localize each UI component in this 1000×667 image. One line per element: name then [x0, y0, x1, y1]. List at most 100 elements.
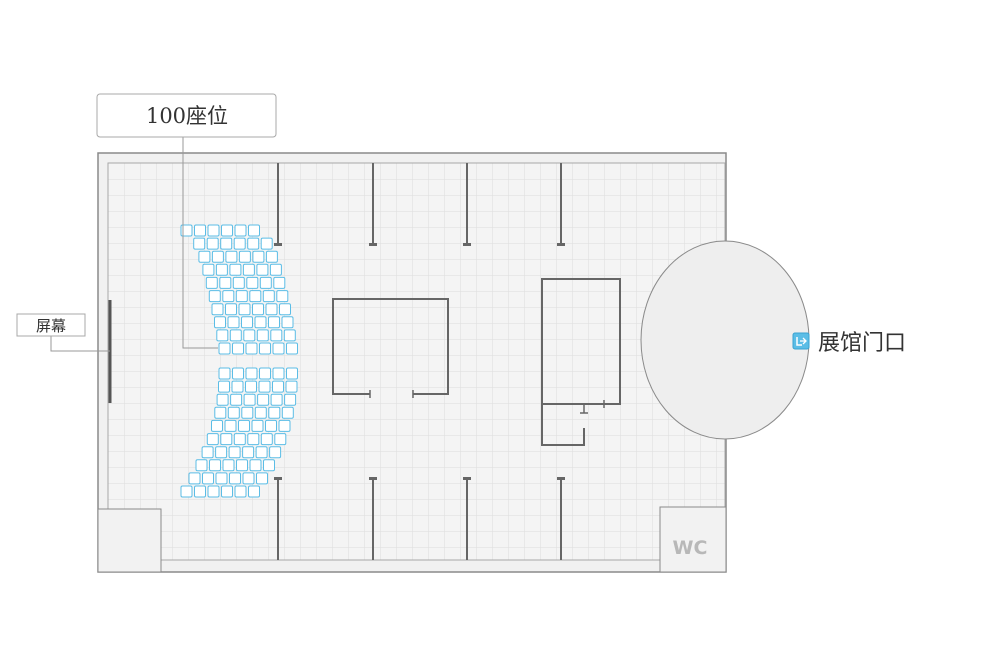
seat	[232, 276, 245, 289]
display-panels-bottom	[277, 479, 562, 560]
central-booth	[332, 298, 449, 395]
seat	[211, 250, 224, 263]
right-booth	[541, 278, 621, 405]
seat	[265, 303, 278, 316]
seat	[249, 459, 262, 472]
seat	[198, 250, 211, 263]
seat	[208, 290, 221, 303]
audience-seating	[180, 224, 298, 498]
entrance-plaza	[640, 240, 810, 440]
seat	[238, 419, 250, 432]
right-booth-annex	[541, 404, 585, 446]
seat	[245, 380, 257, 393]
seat	[222, 290, 235, 303]
seat	[228, 446, 241, 459]
seat	[248, 485, 260, 498]
seat	[272, 380, 284, 393]
seat	[268, 406, 281, 419]
seat	[273, 276, 286, 289]
seat	[222, 459, 235, 472]
seat	[233, 237, 246, 250]
seat	[279, 303, 291, 316]
restroom	[659, 506, 727, 573]
seat	[286, 342, 298, 355]
seat	[268, 316, 280, 329]
seat	[242, 472, 255, 485]
seat	[231, 380, 244, 393]
seat	[256, 472, 268, 485]
seats-callout-box	[96, 93, 277, 138]
seat	[258, 380, 271, 393]
seat	[229, 472, 241, 485]
seat	[206, 433, 219, 446]
seat	[215, 446, 228, 459]
seat	[247, 237, 260, 250]
seat	[195, 459, 208, 472]
seat	[245, 342, 258, 355]
seat	[234, 485, 247, 498]
display-panel-caps-bottom	[274, 477, 565, 480]
seat	[274, 433, 287, 446]
seat	[281, 406, 294, 419]
display-panels-top	[277, 163, 562, 245]
seat	[216, 393, 229, 406]
seat	[207, 485, 220, 498]
seat	[255, 446, 268, 459]
seat	[180, 224, 193, 237]
seat	[219, 276, 232, 289]
seat	[269, 263, 282, 276]
seat	[241, 406, 254, 419]
seat	[218, 367, 231, 380]
seat	[260, 237, 273, 250]
seat	[265, 250, 278, 263]
storage-room	[97, 508, 162, 573]
seat	[234, 224, 247, 237]
seat	[265, 419, 277, 432]
seat	[221, 485, 233, 498]
seat	[270, 329, 283, 342]
seat	[224, 419, 237, 432]
seat	[251, 419, 264, 432]
seat	[188, 472, 201, 485]
seat	[246, 276, 259, 289]
seat	[180, 485, 193, 498]
seat	[242, 263, 255, 276]
seat	[260, 433, 273, 446]
seat	[241, 316, 253, 329]
seat	[211, 419, 223, 432]
seat	[214, 316, 226, 329]
seat	[207, 224, 220, 237]
seat	[263, 459, 275, 472]
seat	[229, 329, 242, 342]
seat	[285, 380, 298, 393]
seat	[242, 446, 255, 459]
seat	[284, 393, 297, 406]
seat	[216, 329, 229, 342]
entrance-label: 展馆门口	[818, 331, 906, 356]
seat	[202, 472, 214, 485]
seat	[227, 316, 240, 329]
seat	[225, 250, 238, 263]
seat	[238, 303, 251, 316]
restroom-label: WC	[673, 537, 708, 559]
exit-door-icon	[792, 332, 810, 350]
seat	[229, 263, 242, 276]
seat	[247, 433, 260, 446]
seat	[227, 406, 240, 419]
seat	[243, 329, 256, 342]
seat	[193, 237, 206, 250]
seat	[214, 406, 227, 419]
seat	[249, 290, 262, 303]
seat	[232, 342, 244, 355]
seat	[252, 303, 264, 316]
seat	[257, 393, 270, 406]
seat	[221, 224, 233, 237]
seats-callout-label: 100座位	[146, 104, 228, 128]
seat	[205, 276, 218, 289]
seat	[278, 419, 291, 432]
seat	[281, 316, 294, 329]
seat	[215, 472, 228, 485]
seat	[270, 393, 283, 406]
seat	[286, 367, 298, 380]
